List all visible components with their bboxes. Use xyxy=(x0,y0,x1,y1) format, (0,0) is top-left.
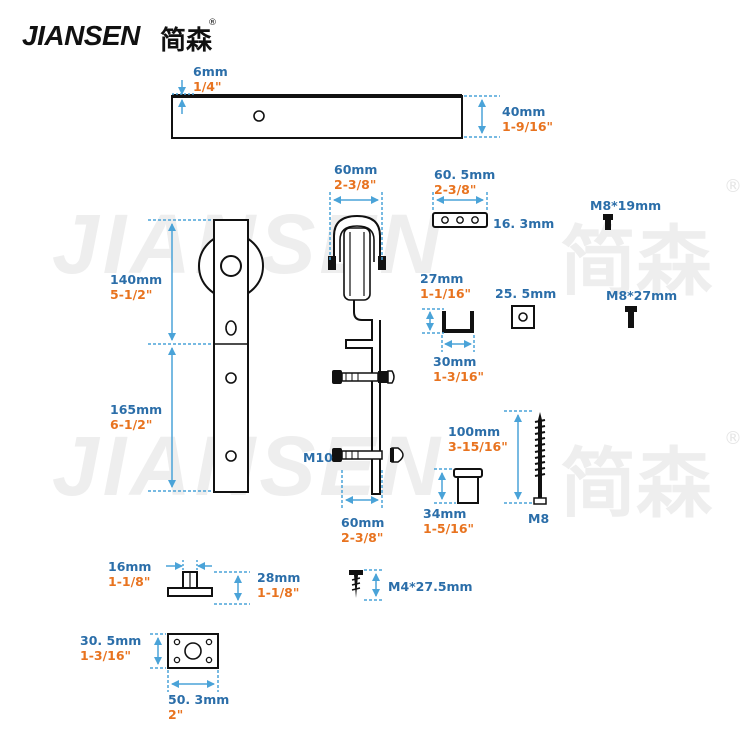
washer-size-label: 25. 5mm xyxy=(495,286,557,301)
hanger-lower-in-label: 6-1/2" xyxy=(110,417,153,432)
lag-screw-in-label: 3-15/16" xyxy=(448,439,508,454)
watermark-brand-cn-bottom: 简森 xyxy=(560,439,712,528)
screw-small-label: M4*27.5mm xyxy=(388,579,473,594)
mounting-plate-dimensions xyxy=(150,633,219,692)
watermark-brand-cn-top: 简森 xyxy=(560,217,712,306)
bolt-m8-19-icon xyxy=(603,214,613,230)
lag-screw-length-dimension xyxy=(504,410,534,504)
stopper-height-mm-label: 27mm xyxy=(420,271,464,286)
brand-logo-cn: 简森 xyxy=(160,26,213,56)
brand-registered-mark: ® xyxy=(208,18,217,28)
rail-thickness-mm-label: 6mm xyxy=(193,64,228,79)
rail-height-mm-label: 40mm xyxy=(502,104,546,119)
hanger-side-view xyxy=(328,214,404,495)
bolt-small-label: M8*19mm xyxy=(590,198,662,213)
hanger-width-mm-label: 60mm xyxy=(341,515,385,530)
rail-thickness-in-label: 1/4" xyxy=(193,79,222,94)
hanger-front-view xyxy=(198,219,264,493)
watermark-registered-top: ® xyxy=(724,176,742,197)
bolt-large-label: M8*27mm xyxy=(606,288,678,303)
track-rail xyxy=(171,94,463,139)
lag-screw xyxy=(533,412,547,505)
spacer-tube xyxy=(453,468,483,504)
wheel-width-dimension xyxy=(329,192,383,262)
rail-height-in-label: 1-9/16" xyxy=(502,119,554,134)
brand-logo: JIANSEN xyxy=(22,20,140,51)
mounting-plate xyxy=(167,633,219,669)
guide-height-in-label: 1-1/8" xyxy=(257,585,300,600)
guide-width-in-label: 1-1/8" xyxy=(108,574,151,589)
plate-width-mm-label: 50. 3mm xyxy=(168,692,230,707)
screw-m4-icon xyxy=(349,570,363,598)
stopper-width-in-label: 1-3/16" xyxy=(433,369,485,384)
spacer-tube-in-label: 1-5/16" xyxy=(423,521,475,536)
square-washer xyxy=(511,305,535,329)
hanger-width-in-label: 2-3/8" xyxy=(341,530,384,545)
spacer-tube-mm-label: 34mm xyxy=(423,506,467,521)
hanger-upper-mm-label: 140mm xyxy=(110,272,163,287)
stopper-bracket xyxy=(442,311,474,333)
hanger-lower-mm-label: 165mm xyxy=(110,402,163,417)
spacer-height-label: 16. 3mm xyxy=(493,216,555,231)
hanger-height-dimension xyxy=(148,219,212,492)
rail-height-dimension xyxy=(464,95,500,138)
wheel-width-in-label: 2-3/8" xyxy=(334,177,377,192)
screw-length-dimension xyxy=(364,569,384,601)
rail-thickness-dimension xyxy=(172,80,194,114)
stopper-dimensions xyxy=(422,308,475,352)
spacer-length-in-label: 2-3/8" xyxy=(434,182,477,197)
stopper-height-in-label: 1-1/16" xyxy=(420,286,472,301)
spacer-length-dimension xyxy=(432,192,488,211)
watermark-registered-bottom: ® xyxy=(724,428,742,449)
plate-height-mm-label: 30. 5mm xyxy=(80,633,142,648)
floor-guide xyxy=(167,571,213,597)
lag-screw-mm-label: 100mm xyxy=(448,424,501,439)
spacer-tube-height-dimension xyxy=(434,468,456,504)
spacer-length-mm-label: 60. 5mm xyxy=(434,167,496,182)
hanger-bottom-width-dimension xyxy=(341,470,383,510)
guide-height-mm-label: 28mm xyxy=(257,570,301,585)
hanger-upper-in-label: 5-1/2" xyxy=(110,287,153,302)
lag-screw-thread-label: M8 xyxy=(528,511,550,526)
plate-width-in-label: 2" xyxy=(168,707,184,722)
guide-width-mm-label: 16mm xyxy=(108,559,152,574)
wheel-width-mm-label: 60mm xyxy=(334,162,378,177)
plate-height-in-label: 1-3/16" xyxy=(80,648,132,663)
spacer-plate xyxy=(432,212,488,228)
floor-guide-dimensions xyxy=(166,560,250,605)
bolt-thread-label: M10 xyxy=(303,450,333,465)
bolt-m8-27-icon xyxy=(625,306,637,328)
stopper-width-mm-label: 30mm xyxy=(433,354,477,369)
